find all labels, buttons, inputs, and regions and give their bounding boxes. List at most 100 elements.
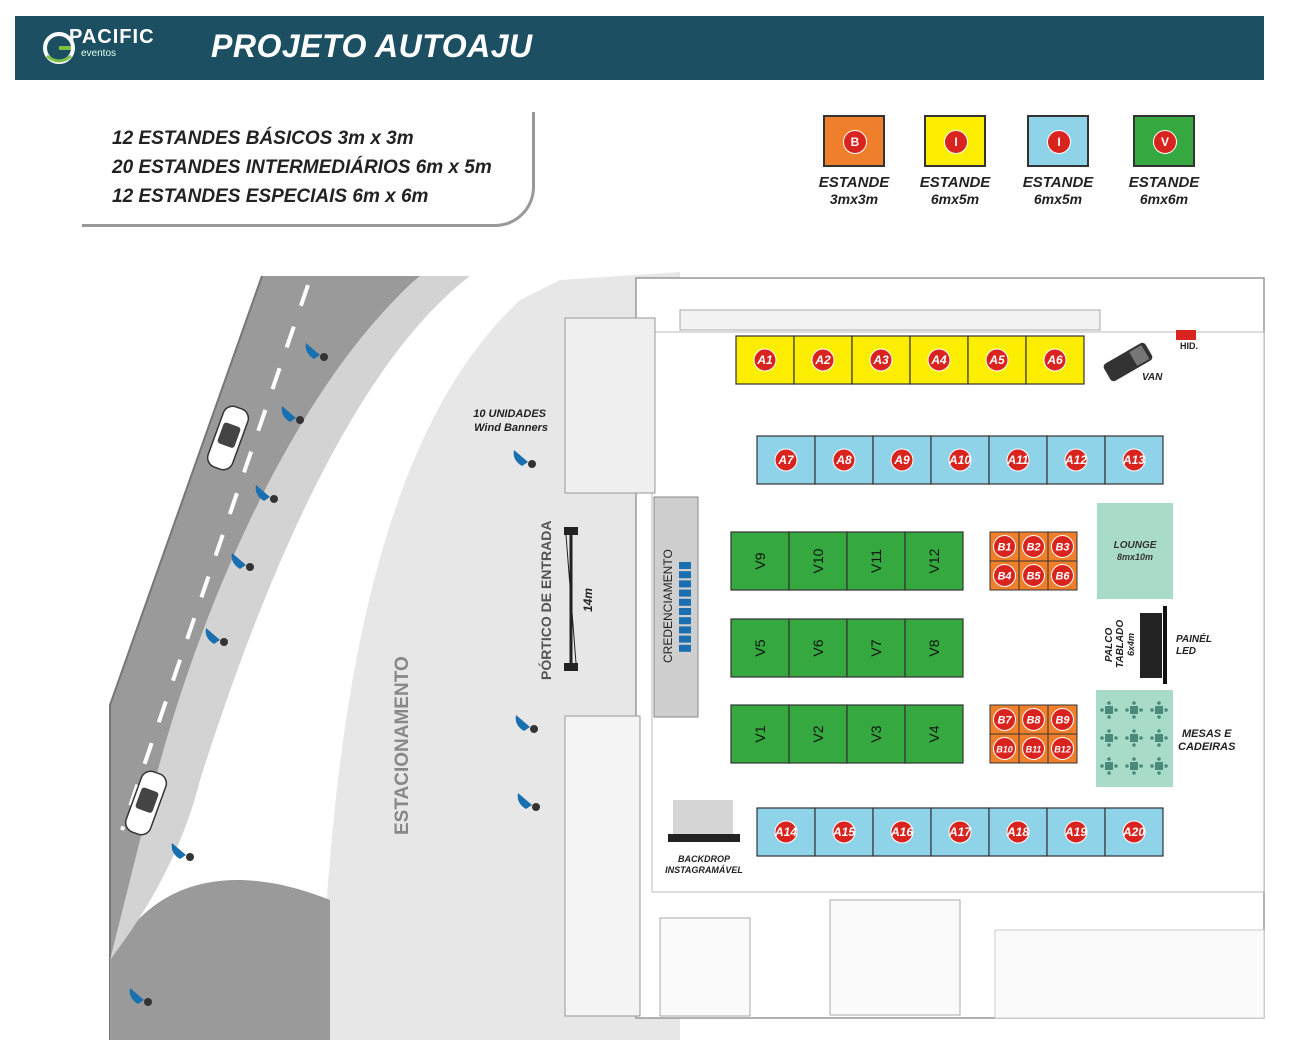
stand-marker xyxy=(1122,820,1146,844)
stand-marker xyxy=(1022,564,1045,587)
stand-v1 xyxy=(730,704,790,764)
chair-icon xyxy=(1125,764,1129,768)
pacific-logo xyxy=(43,32,75,64)
stand-v8 xyxy=(904,618,964,678)
legend-letter: I xyxy=(944,130,968,154)
backdrop-area xyxy=(673,800,733,834)
credenciamento-area xyxy=(653,496,699,718)
stand-v2 xyxy=(788,704,848,764)
backdrop-label: BACKDROP xyxy=(678,854,731,864)
stand-label: V5 xyxy=(752,639,768,656)
legend-label: ESTANDE xyxy=(919,174,991,191)
chair-icon xyxy=(1125,736,1129,740)
stand-v4 xyxy=(904,704,964,764)
stand-label: A18 xyxy=(1006,825,1029,839)
stand-label: B10 xyxy=(996,745,1013,755)
stand-label: B2 xyxy=(1026,542,1040,554)
portico-width: 14m xyxy=(581,588,595,612)
stand-v9 xyxy=(730,531,790,591)
legend-label: ESTANDE xyxy=(1128,174,1200,191)
bottom-room xyxy=(659,917,751,1017)
page-title: PROJETO AUTOAJU xyxy=(211,28,533,64)
stand-marker xyxy=(1051,737,1074,760)
stand-v10 xyxy=(788,531,848,591)
header-bar: PACIFIC eventos PROJETO AUTOAJU xyxy=(15,16,1264,80)
desk-icon xyxy=(679,562,691,569)
brand-sub: eventos xyxy=(81,48,117,59)
wind-banner-icon xyxy=(515,715,530,731)
portico xyxy=(564,527,578,671)
stand-marker xyxy=(1022,708,1045,731)
road-lower xyxy=(110,880,330,1040)
desk-icon xyxy=(679,617,691,625)
stand-marker xyxy=(890,448,914,472)
chair-icon xyxy=(1100,764,1104,768)
palco-label: PALCO xyxy=(1104,628,1115,662)
wind-banner-icon xyxy=(517,793,532,809)
chair-icon xyxy=(1139,708,1143,712)
palco-tablado: TABLADO xyxy=(1115,620,1126,668)
desk-icon xyxy=(679,589,691,597)
lounge-label: LOUNGE xyxy=(1114,540,1157,551)
stand-label: A17 xyxy=(948,825,972,839)
table-icon xyxy=(1155,734,1163,742)
stand-v11 xyxy=(846,531,906,591)
stand-label: A11 xyxy=(1006,453,1028,467)
wind-banner-icon xyxy=(513,450,528,466)
legend-label: ESTANDE xyxy=(1022,174,1094,191)
stand-label: B12 xyxy=(1054,745,1071,755)
stand-marker xyxy=(1006,820,1030,844)
stand-marker xyxy=(993,737,1016,760)
inner-wall xyxy=(651,331,1265,893)
chair-icon xyxy=(1139,764,1143,768)
chair-icon xyxy=(1114,764,1118,768)
stand-label: A20 xyxy=(1122,825,1145,839)
stand-label: A13 xyxy=(1122,453,1145,467)
legend-size: 6mx6m xyxy=(1139,191,1189,207)
chair-icon xyxy=(1157,729,1161,733)
stand-marker xyxy=(1064,820,1088,844)
stand-v7 xyxy=(846,618,906,678)
stand-marker xyxy=(985,348,1009,372)
stand-label: B7 xyxy=(997,715,1012,727)
stand-marker xyxy=(993,708,1016,731)
stand-marker xyxy=(1022,737,1045,760)
stand-marker xyxy=(774,820,798,844)
legend-special: V ESTANDE 6mx6m xyxy=(1114,115,1214,207)
legend-letter: B xyxy=(843,130,867,154)
chair-icon xyxy=(1157,743,1161,747)
stand-label: V9 xyxy=(752,552,768,569)
chair-icon xyxy=(1164,764,1168,768)
legend-intermediate-yellow: I ESTANDE 6mx5m xyxy=(905,115,1005,207)
stand-label: V11 xyxy=(868,549,884,573)
summary-line: 20 ESTANDES INTERMEDIÁRIOS 6m x 5m xyxy=(112,157,492,178)
lane-markings xyxy=(120,284,310,831)
portico-label: PÓRTICO DE ENTRADA xyxy=(537,521,554,680)
stand-marker xyxy=(1022,535,1045,558)
chair-icon xyxy=(1157,715,1161,719)
stand-marker xyxy=(1122,448,1146,472)
stand-label: A15 xyxy=(832,825,855,839)
stand-marker xyxy=(1051,535,1074,558)
table-icon xyxy=(1155,762,1163,770)
table-icons xyxy=(1100,701,1168,775)
stand-v3 xyxy=(846,704,906,764)
summary-line: 12 ESTANDES BÁSICOS 3m x 3m xyxy=(112,128,414,149)
stand-label: B1 xyxy=(997,542,1011,554)
wind-banner-base xyxy=(296,416,304,424)
road-curb xyxy=(109,275,263,1040)
stand-label: B8 xyxy=(1026,715,1041,727)
wind-banner-icon xyxy=(231,553,246,569)
stand-label: A3 xyxy=(872,353,889,367)
stand-marker xyxy=(948,820,972,844)
stand-label: A5 xyxy=(988,353,1005,367)
chair-icon xyxy=(1132,701,1136,705)
estacionamento-label: ESTACIONAMENTO xyxy=(392,656,413,835)
desk-icon xyxy=(679,635,691,643)
stand-marker xyxy=(774,448,798,472)
stand-label: V2 xyxy=(810,725,826,742)
chair-icon xyxy=(1107,757,1111,761)
lounge-size: 8mx10m xyxy=(1117,552,1153,562)
